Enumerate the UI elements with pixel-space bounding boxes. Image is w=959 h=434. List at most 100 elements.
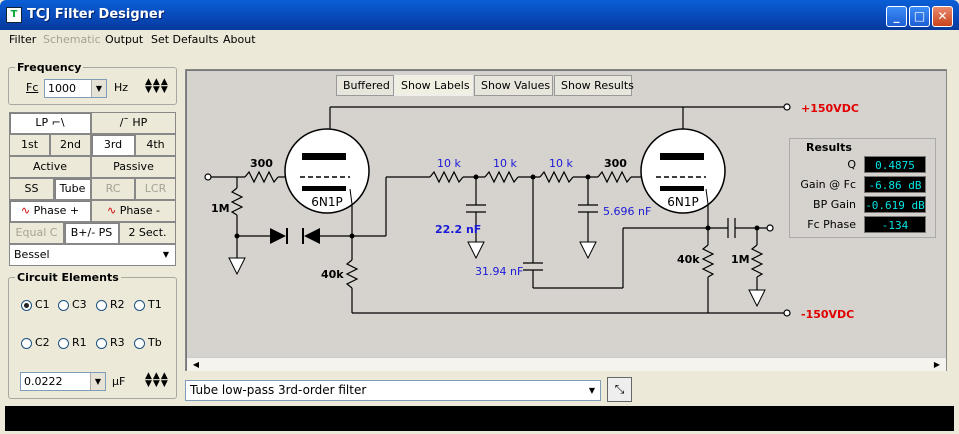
order-3rd-button[interactable]: 3rd bbox=[91, 134, 135, 156]
radio-r1[interactable]: R1 bbox=[58, 336, 87, 349]
fc-label: Fc bbox=[26, 81, 39, 94]
app-icon: T bbox=[6, 7, 22, 23]
menu-bar: Filter Schematic Output Set Defaults Abo… bbox=[0, 30, 959, 49]
maximize-button[interactable]: □ bbox=[909, 6, 930, 27]
r-cathode2-label: 40k bbox=[677, 253, 700, 266]
r1-label: 10 k bbox=[437, 157, 461, 170]
element-value-combo[interactable]: 0.0222 ▼ bbox=[20, 372, 106, 391]
menu-filter[interactable]: Filter bbox=[9, 33, 37, 46]
order-2nd-button[interactable]: 2nd bbox=[50, 134, 91, 156]
active-button[interactable]: Active bbox=[9, 156, 91, 178]
result-row: Gain @ Fc -6.86 dB bbox=[792, 176, 932, 193]
menu-schematic[interactable]: Schematic bbox=[43, 33, 101, 46]
tube1-symbol bbox=[284, 128, 370, 214]
radio-c2[interactable]: C2 bbox=[21, 336, 50, 349]
results-panel: Results Q 0.4875 Gain @ Fc -6.86 dB BP G… bbox=[789, 138, 936, 238]
chevron-down-icon[interactable]: ▼ bbox=[90, 373, 105, 390]
tab-buffered[interactable]: Buffered bbox=[336, 75, 394, 96]
tube2-symbol bbox=[640, 128, 726, 214]
chevron-down-icon[interactable]: ▼ bbox=[91, 80, 106, 97]
radio-dot bbox=[21, 337, 32, 349]
chevron-down-icon[interactable]: ▼ bbox=[588, 386, 596, 395]
radio-t1[interactable]: T1 bbox=[134, 298, 162, 311]
result-row: Q 0.4875 bbox=[792, 156, 932, 173]
highpass-icon: /¯ bbox=[119, 116, 129, 129]
menu-set-defaults[interactable]: Set Defaults bbox=[151, 33, 219, 46]
equal-c-button[interactable]: Equal C bbox=[9, 222, 64, 244]
result-row: BP Gain -0.619 dB bbox=[792, 196, 932, 213]
tab-show-results[interactable]: Show Results bbox=[554, 75, 634, 96]
bpm-ps-button[interactable]: B+/- PS bbox=[64, 222, 119, 244]
tab-show-labels[interactable]: Show Labels bbox=[394, 75, 473, 96]
order-4th-button[interactable]: 4th bbox=[135, 134, 176, 156]
passive-button[interactable]: Passive bbox=[91, 156, 176, 178]
tab-show-values[interactable]: Show Values bbox=[474, 75, 553, 96]
r2-label: 10 k bbox=[493, 157, 517, 170]
phase-minus-button[interactable]: ∿ Phase - bbox=[91, 200, 176, 222]
result-value: -6.86 dB bbox=[864, 176, 926, 193]
chevron-down-icon[interactable]: ▼ bbox=[162, 250, 169, 259]
sine-wave-icon: ∿ bbox=[20, 204, 31, 217]
swap-icon[interactable]: ⤡ bbox=[607, 377, 632, 402]
response-select[interactable]: Bessel ▼ bbox=[9, 244, 176, 266]
status-bar bbox=[5, 406, 954, 431]
c2-label: 31.94 nF bbox=[475, 265, 523, 278]
lp-button[interactable]: LP ⌐\ bbox=[9, 112, 91, 134]
frequency-group-label: Frequency bbox=[15, 61, 84, 74]
circuit-elements-group: Circuit Elements bbox=[8, 271, 177, 399]
hp-button[interactable]: /¯ HP bbox=[91, 112, 176, 134]
lowpass-icon: ⌐\ bbox=[51, 116, 65, 129]
spin-arrows-icon[interactable]: ▲▲▲▼▼▼ bbox=[145, 77, 169, 95]
menu-about[interactable]: About bbox=[223, 33, 256, 46]
result-value: -0.619 dB bbox=[864, 196, 926, 213]
tube-button[interactable]: Tube bbox=[54, 178, 91, 200]
c1-label: 22.2 nF bbox=[435, 223, 481, 236]
radio-r3[interactable]: R3 bbox=[96, 336, 125, 349]
tube1-label: 6N1P bbox=[311, 195, 342, 209]
radio-dot bbox=[58, 299, 69, 311]
menu-output[interactable]: Output bbox=[105, 33, 144, 46]
ss-button[interactable]: SS bbox=[9, 178, 54, 200]
result-value: 0.4875 bbox=[864, 156, 926, 173]
supply-neg-label: -150VDC bbox=[801, 308, 854, 321]
fc-combo[interactable]: 1000 ▼ bbox=[44, 79, 107, 98]
supply-pos-label: +150VDC bbox=[801, 102, 859, 115]
r-cathode1-label: 40k bbox=[321, 268, 344, 281]
radio-r2[interactable]: R2 bbox=[96, 298, 125, 311]
frequency-group: Frequency Fc 1000 ▼ Hz ▲▲▲▼▼▼ bbox=[8, 61, 177, 105]
minimize-button[interactable]: _ bbox=[886, 6, 907, 27]
scroll-left-icon[interactable]: ◀ bbox=[192, 360, 200, 369]
radio-dot-selected bbox=[21, 299, 32, 311]
rc-button[interactable]: RC bbox=[91, 178, 135, 200]
horizontal-scrollbar[interactable]: ◀ ▶ bbox=[187, 357, 946, 371]
order-1st-button[interactable]: 1st bbox=[9, 134, 50, 156]
result-label: Q bbox=[847, 158, 856, 171]
radio-c1[interactable]: C1 bbox=[21, 298, 50, 311]
two-sect-button[interactable]: 2 Sect. bbox=[119, 222, 176, 244]
close-button[interactable]: ✕ bbox=[932, 6, 953, 27]
radio-dot bbox=[134, 337, 145, 349]
r-in-label: 300 bbox=[250, 157, 273, 170]
spin-arrows-icon[interactable]: ▲▲▲▼▼▼ bbox=[145, 371, 169, 389]
result-row: Fc Phase -134 bbox=[792, 216, 932, 233]
radio-tb[interactable]: Tb bbox=[134, 336, 162, 349]
lcr-button[interactable]: LCR bbox=[135, 178, 176, 200]
r-in2-label: 300 bbox=[604, 157, 627, 170]
filter-select[interactable]: Tube low-pass 3rd-order filter ▼ bbox=[185, 380, 601, 401]
sine-wave-icon: ∿ bbox=[106, 204, 117, 217]
phase-plus-button[interactable]: ∿ Phase + bbox=[9, 200, 91, 222]
results-title: Results bbox=[806, 141, 852, 154]
circuit-elements-label: Circuit Elements bbox=[15, 271, 121, 284]
radio-dot bbox=[134, 299, 145, 311]
r-grid-label: 1M bbox=[211, 202, 230, 215]
result-label: BP Gain bbox=[813, 198, 856, 211]
result-value: -134 bbox=[864, 216, 926, 233]
result-label: Fc Phase bbox=[807, 218, 856, 231]
result-label: Gain @ Fc bbox=[800, 178, 856, 191]
scroll-right-icon[interactable]: ▶ bbox=[933, 360, 941, 369]
fc-value: 1000 bbox=[48, 82, 76, 95]
element-value: 0.0222 bbox=[24, 375, 63, 388]
radio-c3[interactable]: C3 bbox=[58, 298, 87, 311]
filter-select-value: Tube low-pass 3rd-order filter bbox=[190, 383, 367, 397]
radio-dot bbox=[96, 337, 107, 349]
